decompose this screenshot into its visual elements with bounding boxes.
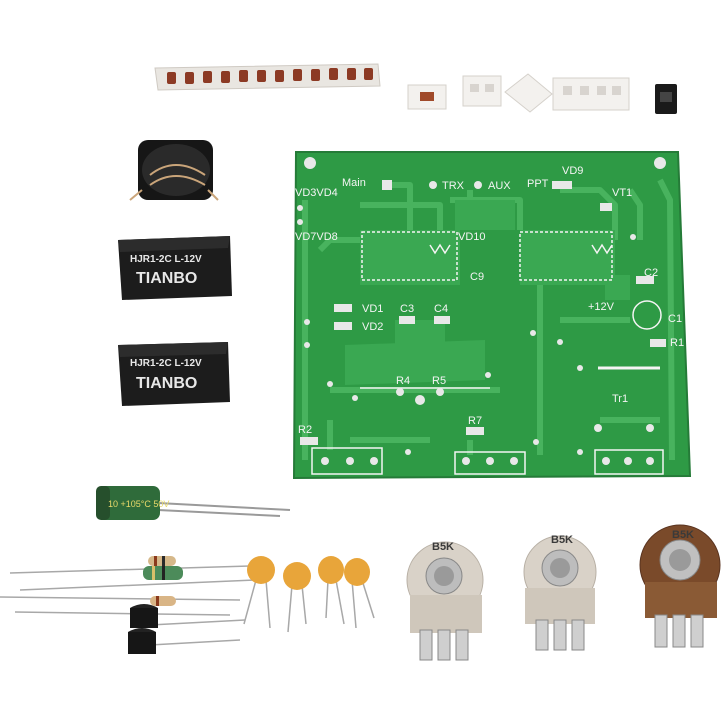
label-c4: C4	[434, 303, 448, 315]
label-trx: TRX	[442, 180, 465, 192]
relay-brand-label: TIANBO	[136, 270, 197, 287]
label-c9: C9	[470, 271, 484, 283]
label-main: Main	[342, 177, 366, 189]
label-vd7vd8: VD7VD8	[295, 231, 338, 243]
label-r2: R2	[298, 424, 312, 436]
label-r5: R5	[432, 375, 446, 387]
label-tr1: Tr1	[612, 393, 628, 405]
label-c3: C3	[400, 303, 414, 315]
electrolytic-capacitor: 10 +105°C 50V	[96, 486, 291, 520]
ceramic-capacitors	[243, 556, 375, 633]
smd-transistor	[655, 84, 677, 114]
label-vd2: VD2	[362, 321, 383, 333]
mounting-hole	[304, 157, 316, 169]
smd-diode-tape	[154, 63, 381, 91]
pcb-board: Main TRX AUX PPT VD9 VT1 VD3VD4 VD7VD8 V…	[292, 151, 692, 480]
label-aux: AUX	[488, 180, 511, 192]
mounting-hole	[654, 157, 666, 169]
label-plus12v: +12V	[588, 301, 615, 313]
smd-resistor-strips	[407, 73, 630, 113]
transistor-1	[130, 604, 158, 628]
potentiometer-1: B5K	[406, 541, 484, 661]
resistor-bodies	[143, 556, 183, 606]
label-r4: R4	[396, 375, 410, 387]
label-ppt: PPT	[527, 178, 549, 190]
relay-2: HJR1-2C L-12V TIANBO	[118, 342, 230, 406]
relay-1: HJR1-2C L-12V TIANBO	[118, 236, 232, 300]
relay-model-label: HJR1-2C L-12V	[130, 358, 202, 369]
label-vt1: VT1	[612, 187, 632, 199]
pot-value-label: B5K	[672, 529, 694, 541]
label-r1: R1	[670, 337, 684, 349]
transistor-2	[128, 628, 156, 654]
label-vd3vd4: VD3VD4	[295, 187, 338, 199]
label-vd10: VD10	[458, 231, 486, 243]
relay-model-label: HJR1-2C L-12V	[130, 254, 202, 265]
resistors	[0, 565, 256, 646]
pcb-silkscreen: Main TRX AUX PPT VD9 VT1 VD3VD4 VD7VD8 V…	[295, 165, 684, 436]
pot-value-label: B5K	[551, 534, 573, 546]
label-c2: C2	[644, 267, 658, 279]
capacitor-rating-label: 10 +105°C 50V	[108, 499, 169, 509]
ferrite-coil	[129, 140, 219, 201]
potentiometer-2: B5K	[523, 534, 597, 651]
label-r7: R7	[468, 415, 482, 427]
pot-value-label: B5K	[432, 541, 454, 553]
label-vd9: VD9	[562, 165, 583, 177]
potentiometer-3: B5K	[639, 524, 721, 648]
relay-brand-label: TIANBO	[136, 375, 197, 392]
label-c1: C1	[668, 313, 682, 325]
label-vd1: VD1	[362, 303, 383, 315]
